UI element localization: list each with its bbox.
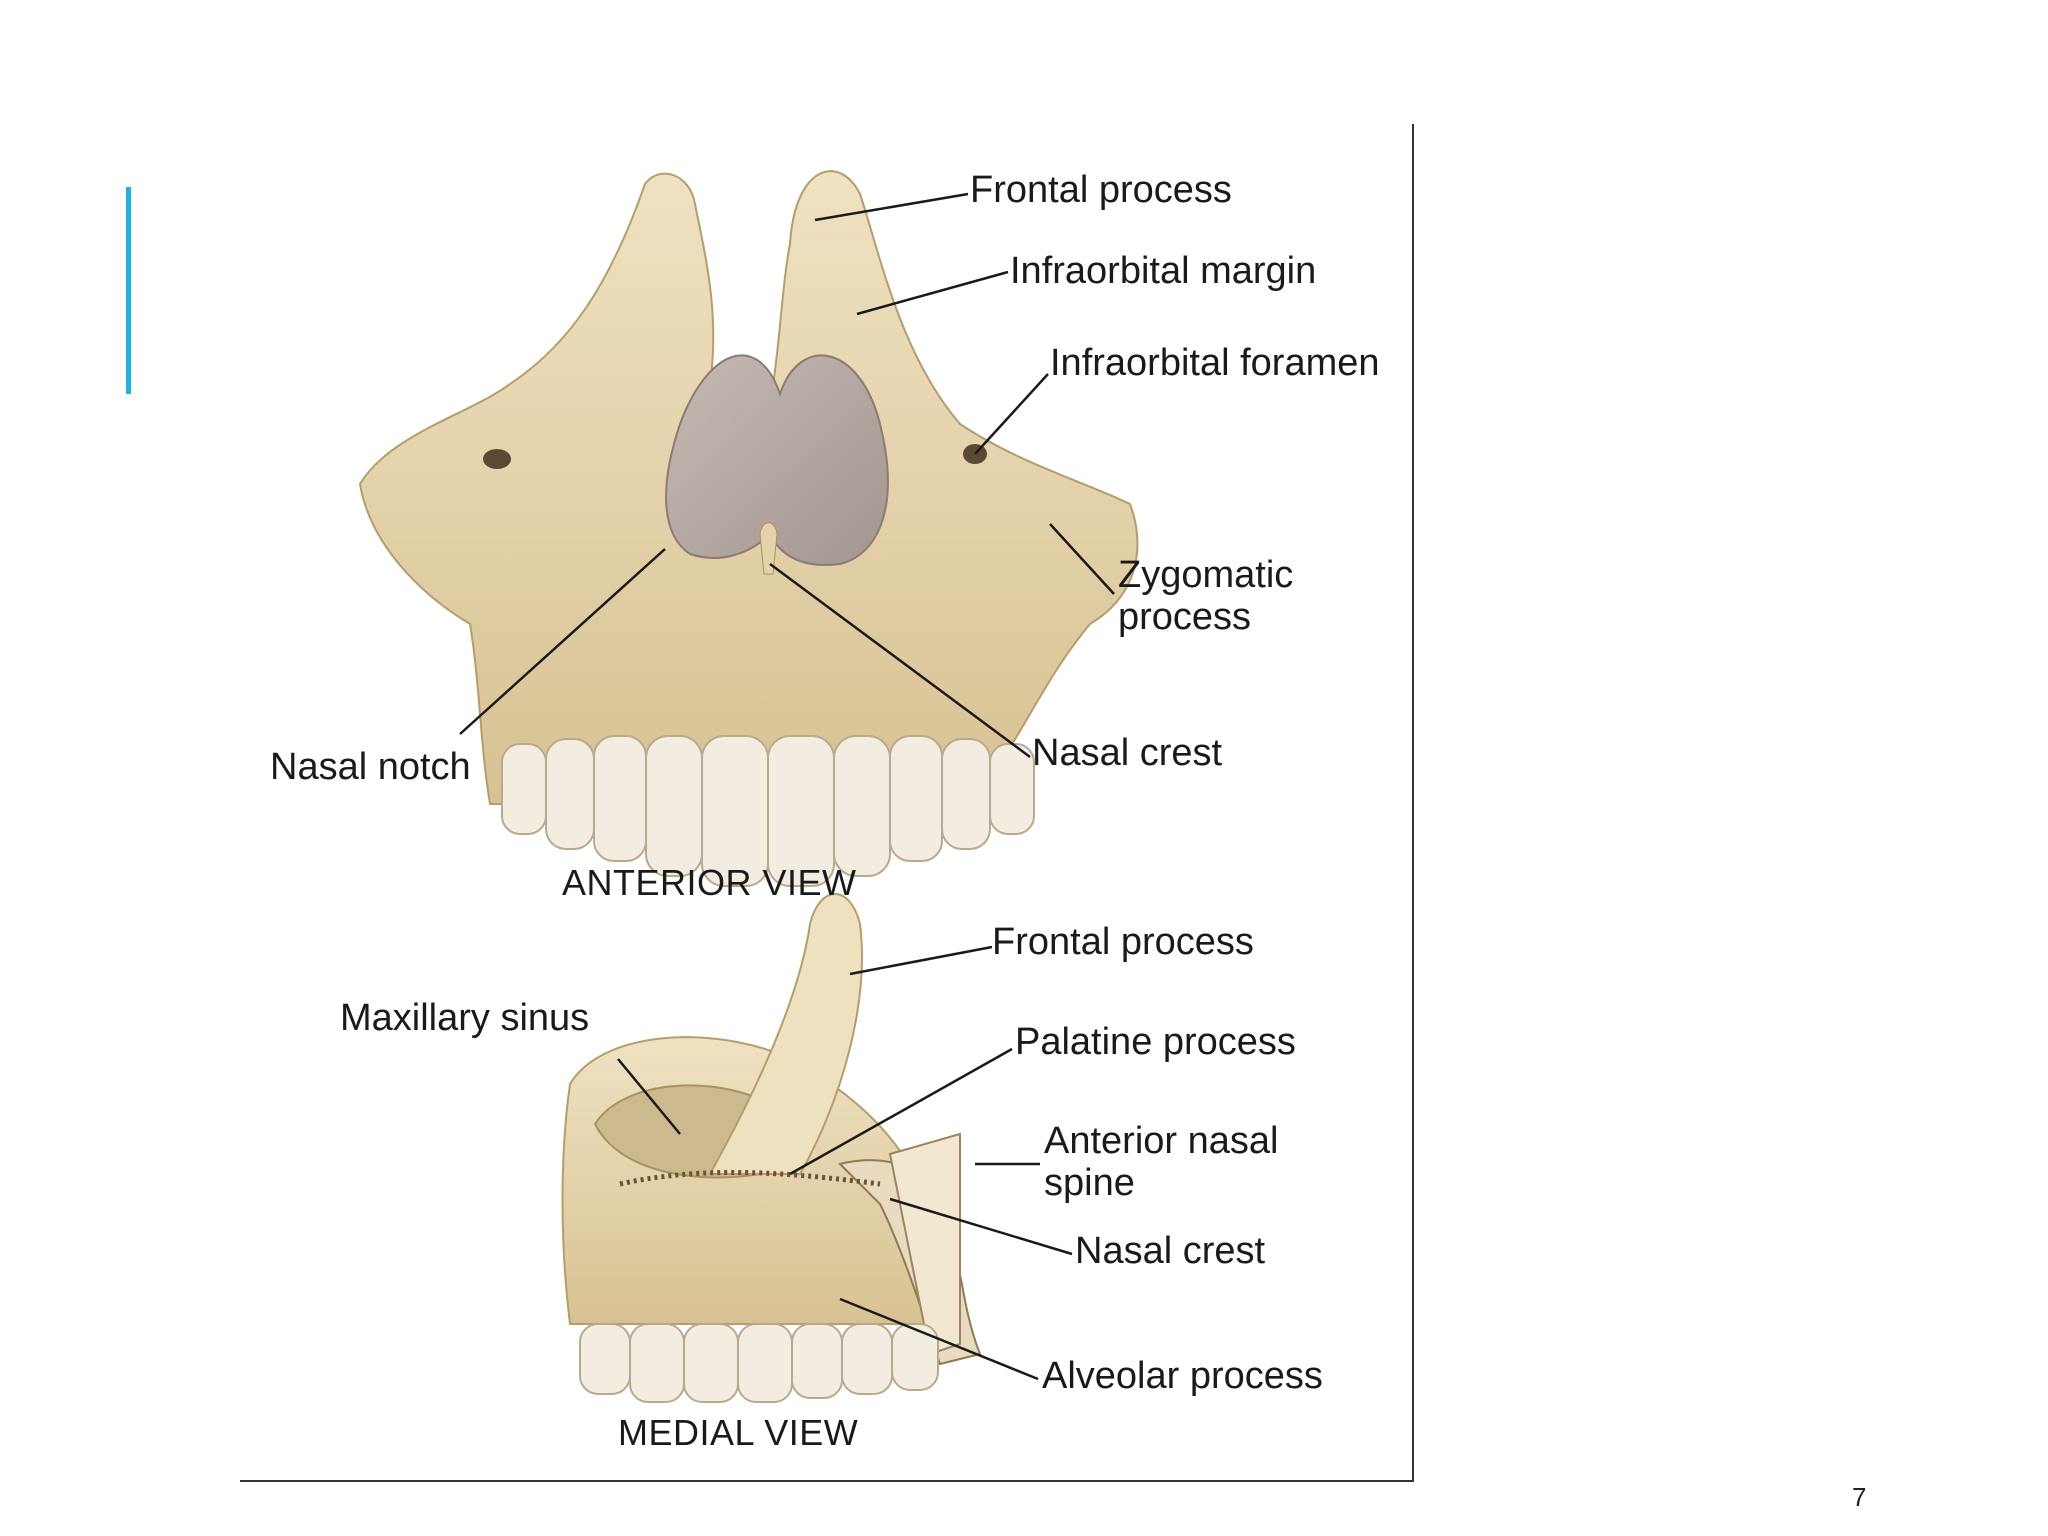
label-frontal-process-medial: Frontal process: [992, 921, 1254, 963]
leader-lines: [459, 192, 1115, 1381]
label-alveolar-process: Alveolar process: [1042, 1355, 1323, 1397]
label-anterior-nasal-spine: Anterior nasal spine: [1044, 1120, 1279, 1204]
label-palatine-process: Palatine process: [1015, 1021, 1296, 1063]
label-infraorbital-foramen: Infraorbital foramen: [1050, 342, 1380, 384]
title-anterior-view: ANTERIOR VIEW: [562, 862, 857, 903]
label-frontal-process-anterior: Frontal process: [970, 169, 1232, 211]
figure-frame-bottom: [240, 1480, 1414, 1482]
label-maxillary-sinus: Maxillary sinus: [340, 997, 590, 1039]
maxilla-illustration: [358, 170, 1139, 1403]
label-nasal-crest-medial: Nasal crest: [1075, 1230, 1266, 1272]
accent-bar: [126, 187, 131, 394]
page-number: 7: [1852, 1482, 1867, 1512]
maxilla-figure: Frontal process Infraorbital margin Infr…: [240, 124, 1416, 1482]
anterior-maxilla-shape: [358, 170, 1139, 887]
figure-frame-right: [1412, 124, 1414, 1482]
title-medial-view: MEDIAL VIEW: [618, 1412, 859, 1453]
label-infraorbital-margin: Infraorbital margin: [1010, 250, 1317, 292]
label-nasal-notch: Nasal notch: [270, 746, 471, 788]
medial-maxilla-shape: [561, 893, 982, 1403]
label-zygomatic-process: Zygomatic process: [1118, 554, 1294, 638]
label-nasal-crest-anterior: Nasal crest: [1032, 732, 1223, 774]
